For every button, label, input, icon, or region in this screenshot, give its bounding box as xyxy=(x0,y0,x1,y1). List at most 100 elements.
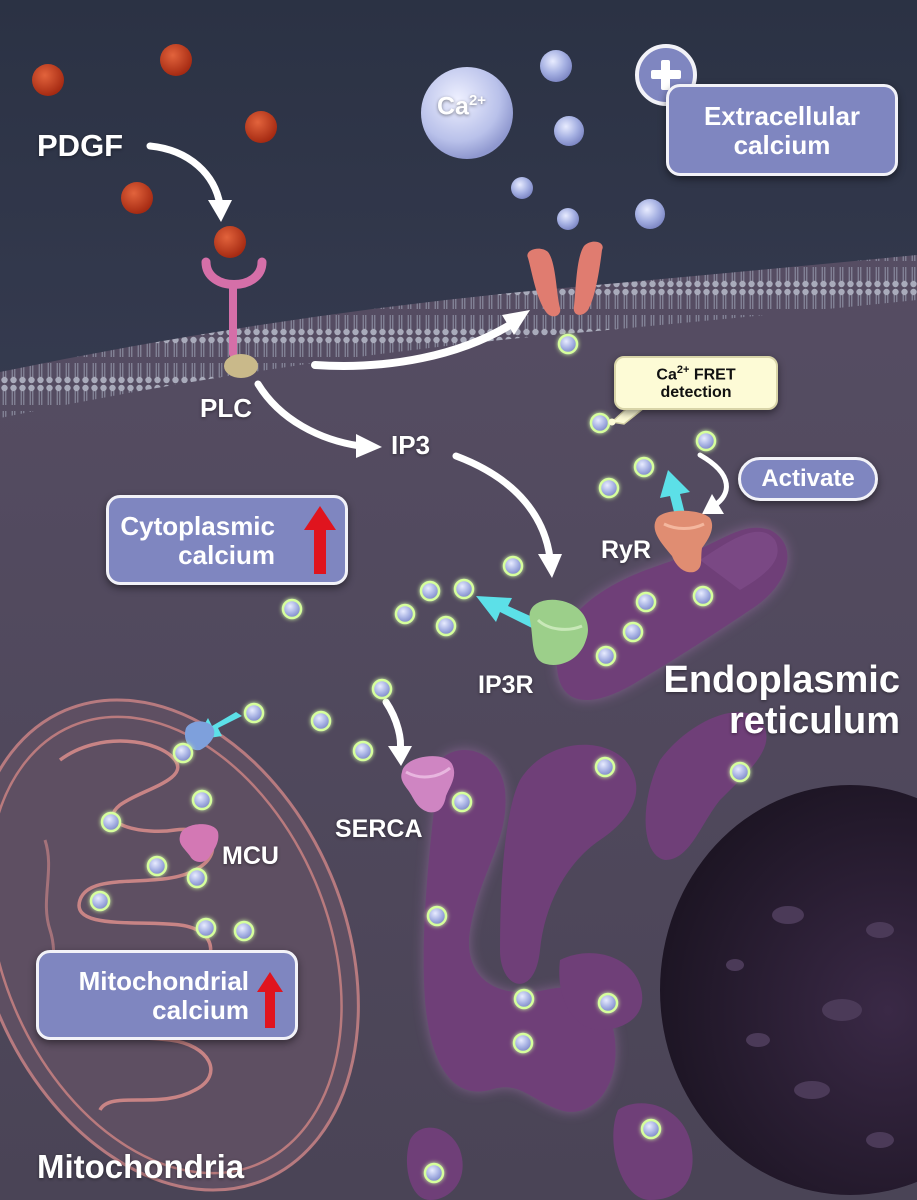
calcium-ion xyxy=(557,333,579,355)
ca-ion-label-base: Ca xyxy=(437,92,469,121)
ca-ion-label: Ca2+ xyxy=(437,92,486,121)
ca-ion-large xyxy=(421,67,513,159)
pdgf-particle xyxy=(32,64,64,96)
serca-label: SERCA xyxy=(335,815,423,843)
pdgf-particle xyxy=(121,182,153,214)
ca-ion-label-charge: 2+ xyxy=(468,92,487,109)
signal-arrows xyxy=(146,142,729,766)
plc-to-channel-arrow xyxy=(311,321,514,370)
nucleus xyxy=(660,785,917,1195)
calcium-ion xyxy=(695,430,717,452)
calcium-ion xyxy=(692,585,714,607)
extracellular-calcium-line2: calcium xyxy=(733,130,831,161)
calcium-ion xyxy=(243,702,265,724)
calcium-ion xyxy=(640,1118,662,1140)
calcium-ion xyxy=(633,456,655,478)
serca-pump xyxy=(401,756,455,813)
calcium-ion xyxy=(453,578,475,600)
calcium-ion xyxy=(191,789,213,811)
fret-label-rest: FRET xyxy=(689,366,736,384)
plc-to-ip3-arrow xyxy=(254,380,364,450)
mitochondrial-calcium-line1: Mitochondrial xyxy=(78,966,249,996)
calcium-ion xyxy=(729,761,751,783)
er-label-line2: reticulum xyxy=(728,700,900,743)
calcium-ion xyxy=(172,742,194,764)
pdgf-molecules xyxy=(32,44,277,258)
calcium-ion xyxy=(554,116,584,146)
up-arrow-icon xyxy=(257,972,283,1028)
cytoplasmic-calcium-box: Cytoplasmic calcium xyxy=(106,495,348,585)
calcium-ion xyxy=(233,920,255,942)
ryr-channel xyxy=(654,510,713,573)
calcium-ion xyxy=(595,645,617,667)
fret-detection-callout: Ca2+ FRET detection xyxy=(614,356,778,410)
calcium-ion xyxy=(419,580,441,602)
calcium-ion xyxy=(557,208,579,230)
ip3r-channel xyxy=(529,599,588,665)
calcium-ion xyxy=(423,1162,445,1184)
plasma-membrane xyxy=(0,255,917,418)
mitochondrial-calcium-line2: calcium xyxy=(152,995,249,1026)
calcium-ion xyxy=(352,740,374,762)
calcium-ion xyxy=(371,678,393,700)
calcium-ion xyxy=(622,621,644,643)
calcium-ion xyxy=(511,177,533,199)
ip3-to-ip3r-arrow xyxy=(452,452,554,562)
mitochondrion xyxy=(0,698,360,1192)
pdgf-particle xyxy=(245,111,277,143)
calcium-ion xyxy=(195,917,217,939)
pdgf-label: PDGF xyxy=(37,128,124,163)
calcium-ion xyxy=(89,890,111,912)
ryr-release-arrow xyxy=(660,470,690,520)
cytoplasmic-calcium-line1: Cytoplasmic xyxy=(120,511,275,541)
calcium-ion xyxy=(540,50,572,82)
cytoplasmic-calcium-line2: calcium xyxy=(178,540,275,571)
ip3r-label: IP3R xyxy=(478,671,534,699)
ip3-label: IP3 xyxy=(391,430,431,460)
calcium-ion xyxy=(281,598,303,620)
calcium-ion xyxy=(426,905,448,927)
calcium-ion xyxy=(451,791,473,813)
pdgf-binding-arrow xyxy=(146,142,224,209)
calcium-ion xyxy=(310,710,332,732)
activate-arrow xyxy=(697,452,729,508)
er-label: Endoplasmic reticulum xyxy=(650,659,901,743)
plc-enzyme xyxy=(224,354,258,378)
calcium-ion xyxy=(594,756,616,778)
extracellular-calcium-line1: Extracellular xyxy=(703,101,861,131)
fret-sensor-dot xyxy=(608,418,616,426)
calcium-ion xyxy=(435,615,457,637)
pdgf-particle xyxy=(160,44,192,76)
pdgf-particle xyxy=(214,226,246,258)
mitochondrial-calcium-box: Mitochondrial calcium xyxy=(36,950,298,1040)
ryr-label: RyR xyxy=(601,536,652,564)
calcium-ion xyxy=(598,477,620,499)
calcium-ion xyxy=(394,603,416,625)
calcium-ion xyxy=(597,992,619,1014)
ip3r-release-arrow xyxy=(476,596,548,632)
calcium-ion xyxy=(589,412,611,434)
fret-callout-line1: Ca2+ FRET xyxy=(616,364,776,384)
calcium-ion xyxy=(513,988,535,1010)
calcium-channel xyxy=(527,241,603,317)
calcium-ion xyxy=(146,855,168,877)
extracellular-calcium-box: Extracellular calcium xyxy=(666,84,898,176)
fret-ca-charge: 2+ xyxy=(676,364,690,376)
mcu-label: MCU xyxy=(222,842,279,870)
plc-label: PLC xyxy=(200,393,252,423)
pdgf-receptor xyxy=(201,257,267,357)
calcium-ion xyxy=(635,591,657,613)
mito-entry-channel xyxy=(184,721,215,751)
calcium-ion xyxy=(512,1032,534,1054)
er-label-line1: Endoplasmic xyxy=(663,659,901,701)
up-arrow-icon xyxy=(304,506,336,574)
activate-badge: Activate xyxy=(738,457,878,501)
calcium-ion xyxy=(635,199,665,229)
calcium-ion xyxy=(186,867,208,889)
mitochondria-label: Mitochondria xyxy=(37,1148,245,1185)
mcu-channel xyxy=(179,824,219,862)
intracellular-calcium-ions xyxy=(89,333,751,1184)
fret-callout-line2: detection xyxy=(660,383,732,401)
extracellular-calcium-ions xyxy=(421,50,665,230)
